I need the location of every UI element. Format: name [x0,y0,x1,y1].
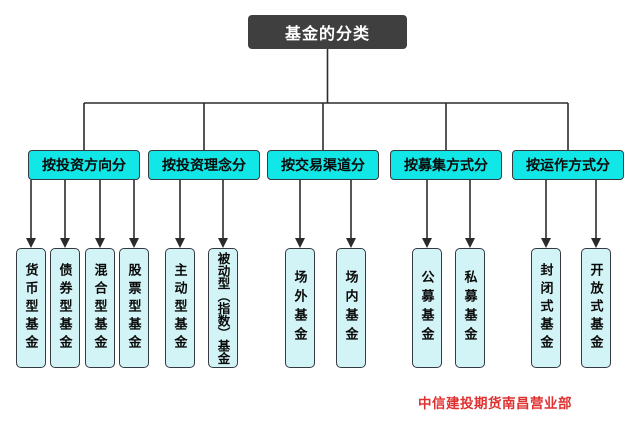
leaf-box-money-fund: 货币型基金 [16,248,46,368]
leaf-label: 股票型基金 [126,263,142,353]
watermark-text: 中信建投期货南昌营业部 [418,396,572,411]
leaf-label: 场内基金 [343,270,359,346]
leaf-box-passive-index-fund: 被动型（指数）基金 [208,248,238,368]
leaf-label: 债券型基金 [57,263,73,353]
leaf-label: 混合型基金 [92,263,108,353]
leaf-box-exchange-fund: 场内基金 [336,248,366,368]
leaf-box-active-fund: 主动型基金 [165,248,195,368]
leaf-label: 主动型基金 [172,263,188,353]
leaf-box-otc-fund: 场外基金 [285,248,315,368]
leaf-box-private-fund: 私募基金 [455,248,485,368]
group-label: 按交易渠道分 [281,157,365,173]
leaf-box-open-end-fund: 开放式基金 [581,248,611,368]
leaf-box-bond-fund: 债券型基金 [50,248,80,368]
leaf-label: 场外基金 [292,270,308,346]
group-box-operation-mode: 按运作方式分 [512,150,624,180]
group-box-investment-direction: 按投资方向分 [28,150,140,180]
leaf-label: 被动型（指数）基金 [215,251,230,365]
group-box-fundraising-method: 按募集方式分 [390,150,502,180]
leaf-label: 公募基金 [419,270,435,346]
group-label: 按投资方向分 [42,157,126,173]
group-box-investment-philosophy: 按投资理念分 [148,150,260,180]
leaf-label: 货币型基金 [23,263,39,353]
leaf-box-hybrid-fund: 混合型基金 [85,248,115,368]
leaf-label: 开放式基金 [588,263,604,353]
leaf-label: 封闭式基金 [538,263,554,353]
group-box-trading-channel: 按交易渠道分 [267,150,379,180]
leaf-box-closed-end-fund: 封闭式基金 [531,248,561,368]
root-node: 基金的分类 [248,15,407,49]
leaf-box-public-fund: 公募基金 [412,248,442,368]
leaf-box-stock-fund: 股票型基金 [119,248,149,368]
root-node-label: 基金的分类 [284,26,370,43]
leaf-label: 私募基金 [462,270,478,346]
group-label: 按运作方式分 [526,157,610,173]
group-label: 按投资理念分 [162,157,246,173]
group-label: 按募集方式分 [404,157,488,173]
